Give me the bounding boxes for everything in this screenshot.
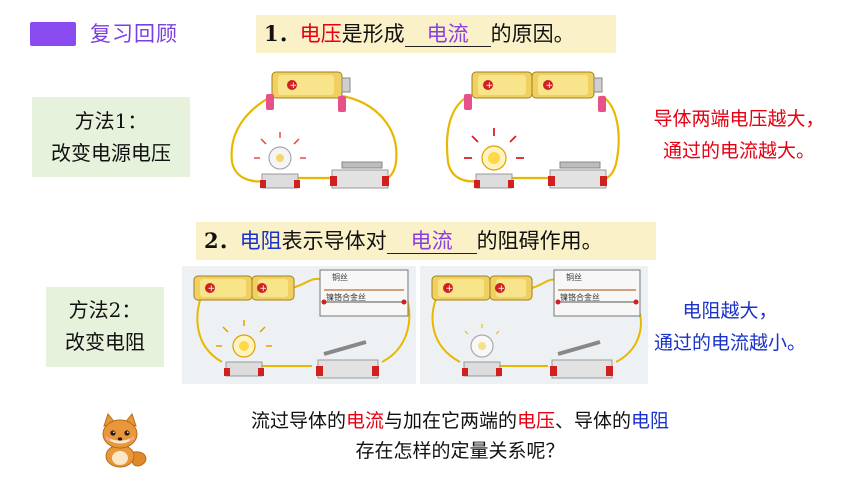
- section-marker: [30, 22, 76, 46]
- method-1-box: 方法1： 改变电源电压: [32, 97, 190, 177]
- svg-text:+: +: [446, 284, 454, 294]
- question-1-number: 1．: [264, 21, 300, 46]
- circuit-copper: + +: [193, 269, 411, 379]
- result-1-line-1: 导体两端电压越大，: [653, 108, 825, 130]
- closing-question-line-2: 存在怎样的定量关系呢？: [355, 440, 565, 462]
- closing-text-2: 与加在它两端的: [383, 410, 517, 432]
- fox-mascot-icon: [102, 412, 147, 468]
- method-1-desc: 改变电源电压: [51, 141, 171, 165]
- nichrome-wire-label: 镍铬合金丝: [326, 293, 366, 302]
- term-resistance: 电阻: [631, 410, 670, 432]
- result-2: 电阻越大， 通过的电流越小。: [630, 295, 830, 359]
- circuit-nichrome: + +: [431, 269, 642, 379]
- result-2-line-1: 电阻越大，: [682, 300, 778, 322]
- svg-text:+: +: [260, 284, 268, 294]
- question-1-blank: 电流: [404, 22, 491, 47]
- copper-wire-label: 铜丝: [332, 273, 348, 282]
- wire: [196, 293, 223, 363]
- bulb-icon: [216, 320, 272, 377]
- closing-text-3: 、导体的: [555, 410, 632, 432]
- wire: [531, 278, 557, 289]
- method-1-title: 方法1：: [74, 109, 148, 133]
- question-2-text-a: 表示导体对: [281, 229, 387, 253]
- closing-text-1: 流过导体的: [250, 410, 346, 432]
- switch-icon: [550, 340, 613, 379]
- battery-icon: +: [271, 71, 351, 99]
- svg-text:+: +: [546, 81, 554, 91]
- term-voltage: 电压: [517, 410, 556, 432]
- circuit-high-voltage: + +: [445, 71, 620, 189]
- wire: [291, 278, 323, 289]
- switch-icon: [548, 161, 607, 189]
- nichrome-wire-label: 镍铬合金丝: [560, 293, 600, 302]
- svg-text:+: +: [208, 284, 216, 294]
- question-2-text-b: 的阻碍作用。: [476, 229, 603, 253]
- bulb-icon: [464, 128, 524, 189]
- switch-icon: [316, 340, 379, 379]
- svg-text:+: +: [498, 284, 506, 294]
- result-1: 导体两端电压越大， 通过的电流越大。: [628, 103, 850, 167]
- battery-icon: + +: [431, 275, 533, 301]
- battery-icon: + +: [471, 71, 603, 99]
- question-1: 1．电压是形成电流的原因。: [256, 15, 616, 53]
- closing-question-line-1: 流过导体的电流与加在它两端的电压、导体的电阻: [160, 406, 760, 436]
- resistor-board: [319, 269, 409, 317]
- question-1-text-b: 的原因。: [490, 22, 575, 46]
- question-2-blank: 电流: [386, 229, 477, 254]
- bulb-icon: [254, 132, 306, 189]
- circuit-low-voltage: +: [230, 71, 398, 189]
- closing-question: 流过导体的电流与加在它两端的电压、导体的电阻 存在怎样的定量关系呢？: [160, 406, 760, 466]
- method-2-desc: 改变电阻: [65, 330, 145, 354]
- wire: [431, 293, 461, 363]
- circuit-copper-panel: + +: [182, 266, 416, 384]
- result-1-line-2: 通过的电流越大。: [662, 140, 815, 162]
- copper-wire-label: 铜丝: [566, 273, 582, 282]
- result-2-line-2: 通过的电流越小。: [653, 332, 806, 354]
- svg-text:+: +: [290, 81, 298, 91]
- svg-text:+: +: [486, 81, 494, 91]
- question-1-term: 电压: [299, 22, 342, 46]
- clip-icon: [464, 94, 606, 112]
- battery-icon: + +: [193, 275, 295, 301]
- method-2-title: 方法2：: [68, 298, 142, 322]
- clip-icon: [266, 94, 346, 112]
- bulb-icon: [462, 324, 502, 377]
- method-2-box: 方法2： 改变电阻: [46, 287, 164, 367]
- wire: [230, 95, 275, 183]
- term-current: 电流: [345, 410, 384, 432]
- switch-icon: [330, 161, 389, 189]
- circuit-nichrome-panel: + + 铜丝: [420, 266, 648, 384]
- question-2-number: 2．: [204, 228, 240, 253]
- question-2-term: 电阻: [239, 229, 282, 253]
- question-1-text-a: 是形成: [341, 22, 405, 46]
- question-2: 2．电阻表示导体对电流的阻碍作用。: [196, 222, 656, 260]
- section-title: 复习回顾: [90, 22, 178, 46]
- resistor-board: [553, 269, 641, 317]
